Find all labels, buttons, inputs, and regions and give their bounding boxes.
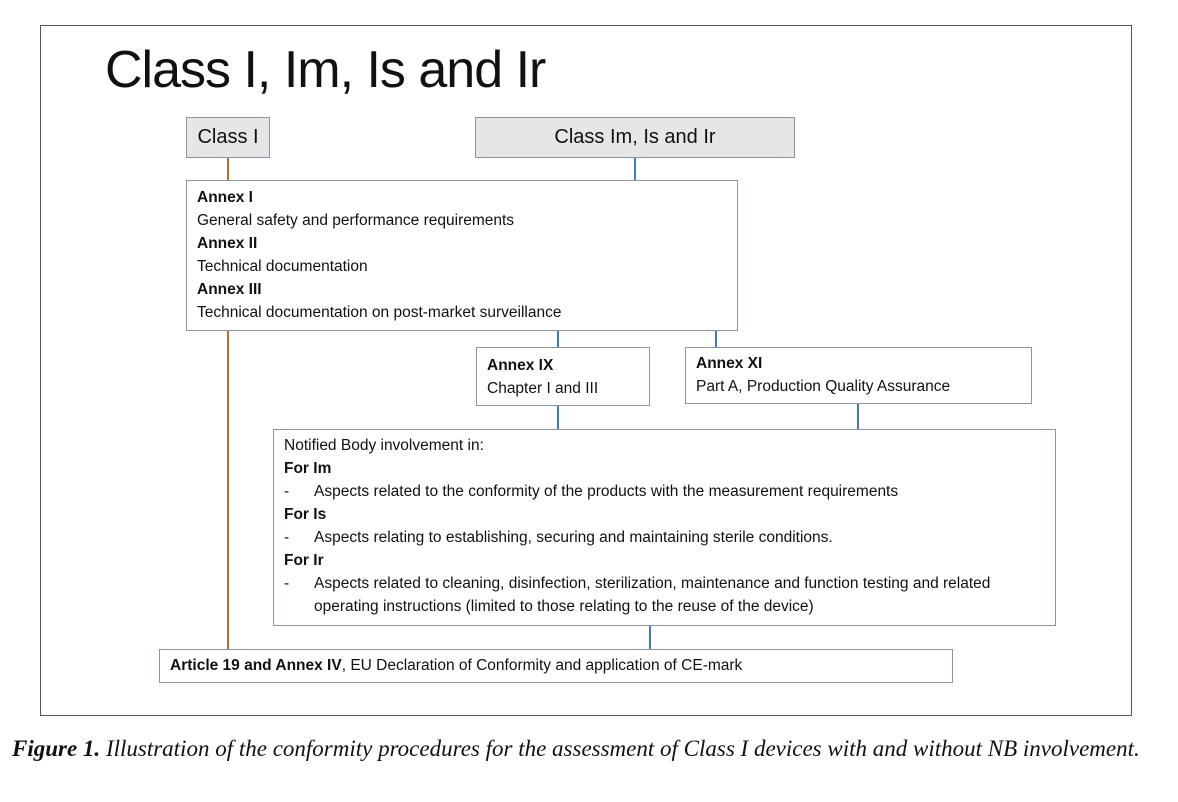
class-m-box: Class Im, Is and Ir: [475, 117, 795, 158]
nb-heading-ir: For Ir: [284, 552, 324, 569]
bullet-dash: -: [284, 483, 290, 500]
nb-bullet-im: Aspects related to the conformity of the…: [314, 483, 899, 500]
annex-xi-text: Part A, Production Quality Assurance: [696, 378, 951, 395]
bullet-dash: -: [284, 575, 290, 592]
annex-ii-heading: Annex II: [197, 235, 258, 252]
nb-intro: Notified Body involvement in:: [284, 437, 484, 454]
article-heading: Article 19 and Annex IV: [170, 657, 342, 674]
nb-bullet-is: Aspects relating to establishing, securi…: [314, 529, 833, 546]
class-i-box: Class I: [186, 117, 270, 158]
connector-class-i-article: [227, 330, 229, 650]
class-m-label: Class Im, Is and Ir: [554, 126, 716, 148]
nb-heading-is: For Is: [284, 506, 327, 523]
connector-xi-nb: [857, 403, 859, 430]
class-i-label: Class I: [197, 126, 259, 148]
nb-bullet-ir: Aspects related to cleaning, disinfectio…: [314, 575, 991, 615]
figure-caption: Figure 1. Illustration of the conformity…: [12, 734, 1162, 764]
diagram-title: Class I, Im, Is and Ir: [105, 41, 546, 99]
annex-xi-heading: Annex XI: [696, 355, 763, 372]
caption-label: Figure 1.: [12, 736, 101, 761]
annex-ix-text: Chapter I and III: [487, 380, 599, 397]
connector-class-m-annex: [634, 157, 636, 181]
annex-ii-text: Technical documentation: [197, 258, 368, 275]
connector-ix-nb: [557, 405, 559, 430]
connector-annex-xi: [715, 328, 717, 348]
bullet-dash: -: [284, 529, 290, 546]
article-19-box: Article 19 and Annex IV, EU Declaration …: [159, 649, 953, 683]
annex-iii-text: Technical documentation on post-market s…: [197, 304, 562, 321]
annex-ix-box: Annex IX Chapter I and III: [476, 347, 650, 406]
figure-frame: [40, 25, 1132, 716]
annex-iii-heading: Annex III: [197, 281, 262, 298]
caption-text: Illustration of the conformity procedure…: [100, 736, 1140, 761]
nb-heading-im: For Im: [284, 460, 332, 477]
annex-requirements-box: Annex I General safety and performance r…: [186, 180, 738, 331]
notified-body-box: Notified Body involvement in: For Im - As…: [273, 429, 1056, 626]
annex-i-text: General safety and performance requireme…: [197, 212, 515, 229]
connector-annex-ix: [557, 330, 559, 348]
connector-class-i-annex: [227, 157, 229, 181]
connector-nb-article: [649, 625, 651, 650]
annex-xi-box: Annex XI Part A, Production Quality Assu…: [685, 347, 1032, 404]
annex-i-heading: Annex I: [197, 189, 253, 206]
article-text: , EU Declaration of Conformity and appli…: [341, 657, 743, 674]
annex-ix-heading: Annex IX: [487, 357, 554, 374]
